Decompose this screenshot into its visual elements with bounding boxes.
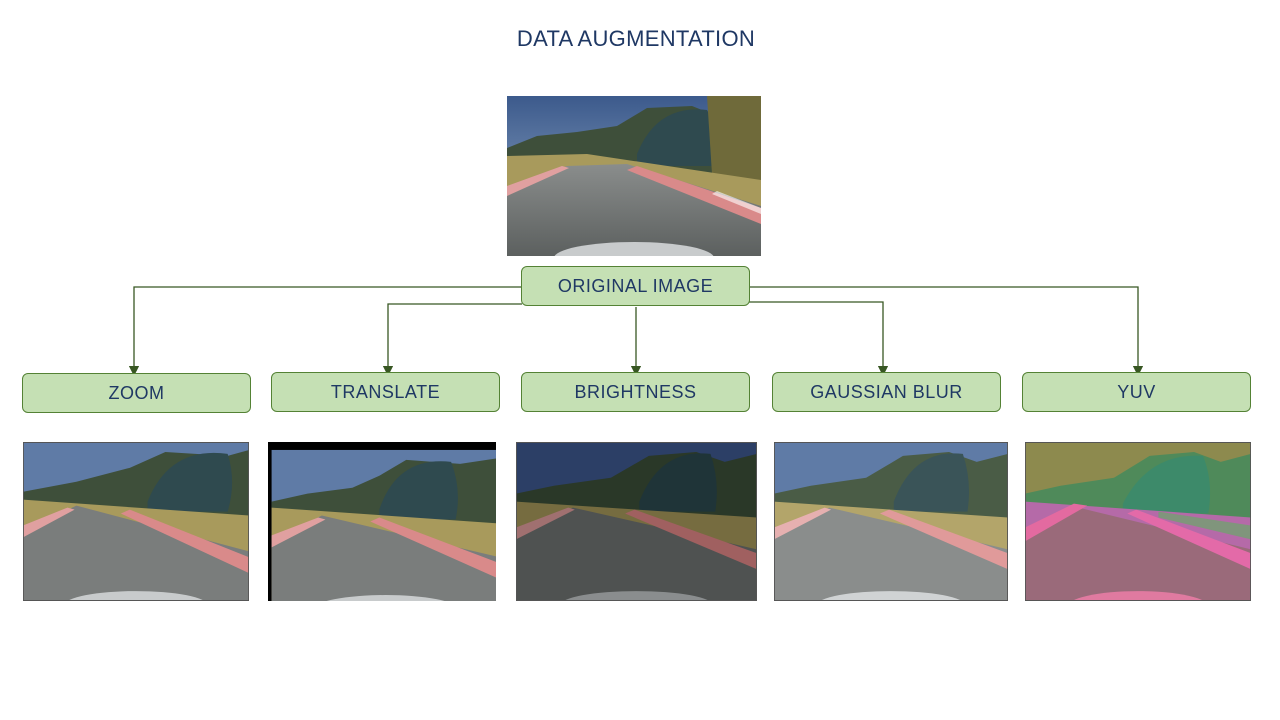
translate-road-image	[268, 442, 496, 601]
zoom-box: ZOOM	[22, 373, 251, 413]
original-road-image	[507, 96, 761, 256]
yuv-box: YUV	[1022, 372, 1251, 412]
diagram-title: DATA AUGMENTATION	[516, 26, 756, 51]
zoom-road-image	[23, 442, 249, 601]
yuv-road-image	[1025, 442, 1251, 601]
brightness-road-image	[516, 442, 757, 601]
connector-zoom	[128, 286, 522, 377]
connector-yuv	[749, 286, 1144, 377]
original-image-box: ORIGINAL IMAGE	[521, 266, 750, 306]
translate-box: TRANSLATE	[271, 372, 500, 412]
gaussian-blur-box: GAUSSIAN BLUR	[772, 372, 1001, 412]
gaussian-blur-road-image	[774, 442, 1008, 601]
connector-translate	[382, 303, 522, 377]
brightness-box: BRIGHTNESS	[521, 372, 750, 412]
connector-gaussian-blur	[749, 301, 889, 377]
